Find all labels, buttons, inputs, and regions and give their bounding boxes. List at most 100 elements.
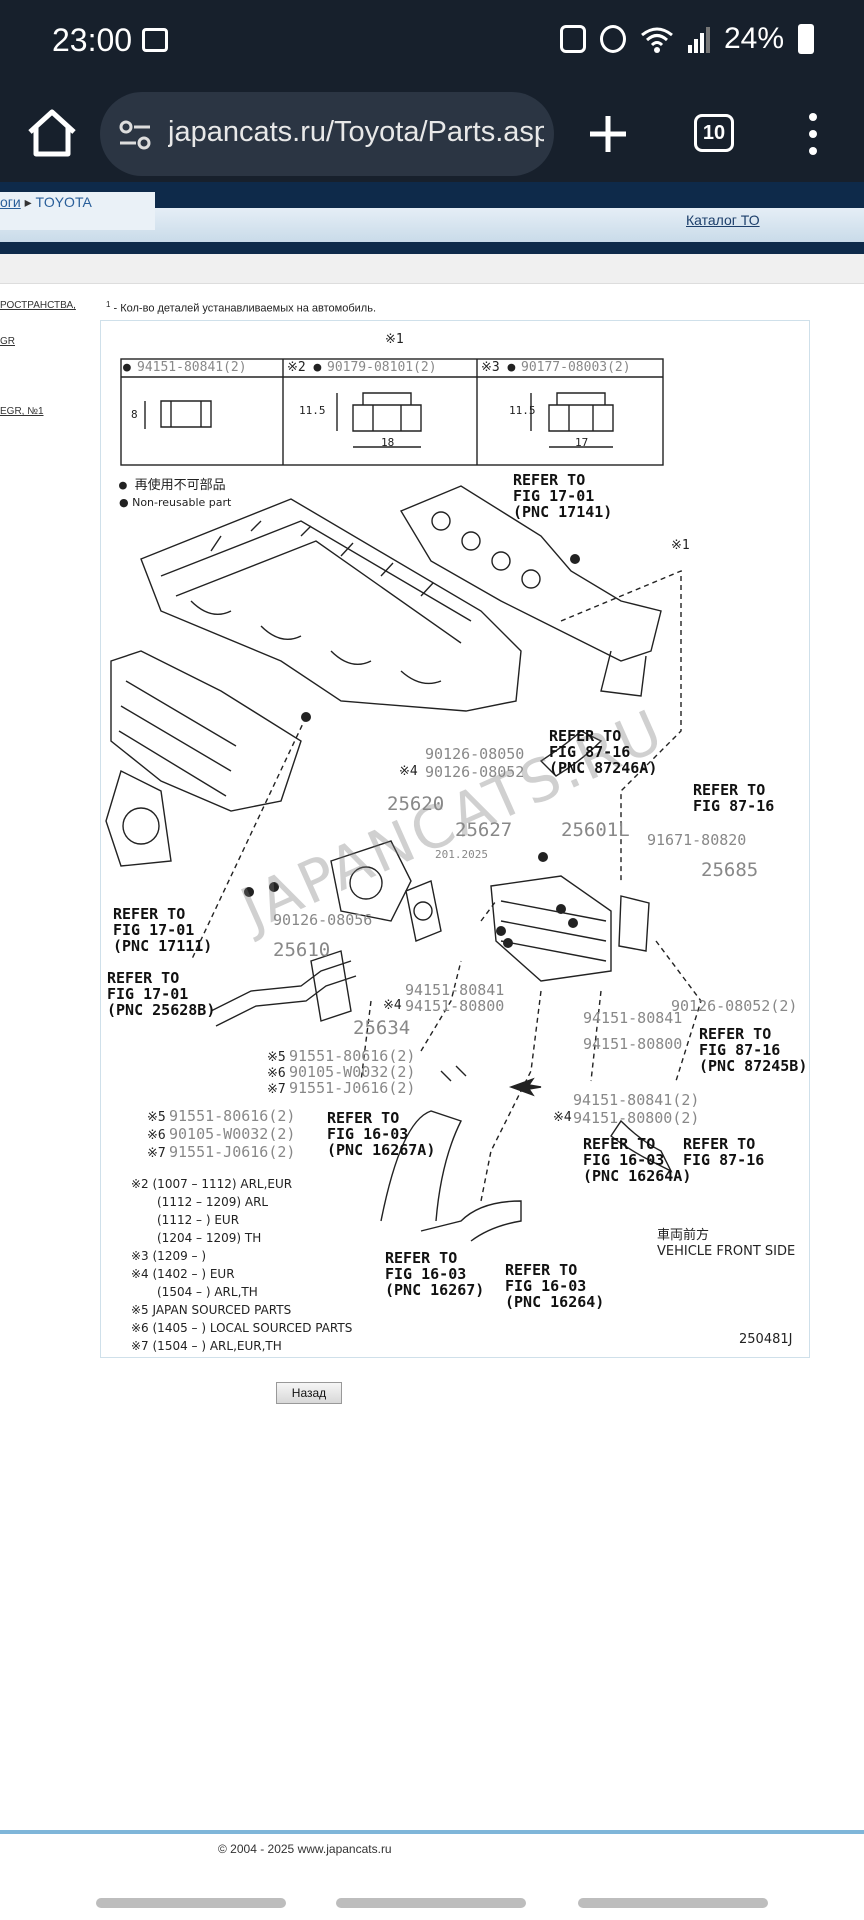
mark-6-b: ※6 [147, 1128, 166, 1143]
mark-5-b: ※5 [147, 1110, 166, 1125]
part-91551-j0616-a[interactable]: 91551-J0616(2) [289, 1079, 416, 1097]
breadcrumb-sep: ▸ [24, 194, 36, 210]
mark-7-a: ※7 [267, 1082, 286, 1097]
part-94151-80841-a[interactable]: 94151-80841 [405, 981, 505, 999]
back-button[interactable]: Назад [276, 1382, 342, 1404]
site-header: оги ▸ TOYOTA Каталог ТО [0, 182, 864, 254]
nut-2-height: 11.5 [299, 404, 326, 417]
address-bar[interactable]: japancats.ru/Toyota/Parts.asp [100, 92, 554, 176]
part-25634[interactable]: 25634 [353, 1017, 411, 1039]
battery-saver-icon [559, 25, 586, 53]
nav-gesture-center[interactable] [336, 1898, 526, 1908]
sidebar-item-gr[interactable]: GR [0, 336, 15, 347]
part-91671-80820[interactable]: 91671-80820 [647, 831, 747, 849]
part-90126-08050[interactable]: 90126-08050 [425, 745, 525, 763]
battery-icon [798, 24, 814, 54]
sidebar-item-space[interactable]: РОСТРАНСТВА, [0, 300, 76, 311]
part-90105-w0032-a[interactable]: 90105-W0032(2) [289, 1063, 416, 1081]
footnote: ※6 (1405 – ) LOCAL SOURCED PARTS [131, 1321, 353, 1335]
breadcrumb-current[interactable]: TOYOTA [35, 194, 92, 210]
note-sup: 1 [106, 300, 111, 309]
part-91551-80616-a[interactable]: 91551-80616(2) [289, 1047, 416, 1065]
part-25685[interactable]: 25685 [701, 859, 759, 881]
part-25610[interactable]: 25610 [273, 939, 331, 961]
footnote: (1112 – ) EUR [157, 1213, 240, 1227]
nav-gesture-left[interactable] [96, 1898, 286, 1908]
home-icon[interactable] [26, 108, 78, 158]
mark-7-b: ※7 [147, 1146, 166, 1161]
signal-icon [687, 27, 710, 53]
nut-3-height: 11.5 [509, 404, 536, 417]
status-time: 23:00 [52, 22, 133, 58]
footnote: ※5 JAPAN SOURCED PARTS [131, 1303, 292, 1317]
more-menu-icon[interactable] [806, 112, 820, 156]
footer-copyright: © 2004 - 2025 www.japancats.ru [218, 1842, 392, 1856]
watermark-small: 201.2025 [435, 848, 488, 861]
tab-switcher-button[interactable]: 10 [694, 114, 734, 152]
nut-3-part[interactable]: 90177-08003(2) [521, 360, 631, 375]
front-en: VEHICLE FRONT SIDE [657, 1244, 796, 1259]
diagram-code: 250481J [739, 1332, 793, 1347]
browser-toolbar: japancats.ru/Toyota/Parts.asp 10 [0, 86, 864, 182]
mark-4-c: ※4 [553, 1110, 572, 1125]
footnote: ※2 (1007 – 1112) ARL,EUR [131, 1177, 293, 1191]
footnote: ※3 (1209 – ) [131, 1249, 207, 1263]
parts-diagram[interactable]: ※1 ● 94151-80841(2) 8 ※2 ● 90179-08101(2… [100, 320, 810, 1358]
battery-percent: 24% [723, 22, 784, 55]
part-94151-80800-2[interactable]: 94151-80800(2) [573, 1109, 700, 1127]
mark-4-b: ※4 [383, 998, 402, 1013]
nut-3-mark: ※3 ● [481, 360, 516, 375]
part-90105-w0032-b[interactable]: 90105-W0032(2) [169, 1125, 296, 1143]
legend-en: ● Non-reusable part [119, 496, 232, 509]
footnote: (1504 – ) ARL,TH [157, 1285, 258, 1299]
wifi-icon [641, 27, 673, 53]
nut-1-height: 8 [131, 408, 138, 421]
sub-header [0, 254, 864, 284]
part-25601l[interactable]: 25601L [561, 819, 630, 841]
sidebar-item-egr[interactable]: EGR, №1 [0, 406, 44, 417]
mark-6-a: ※6 [267, 1066, 286, 1081]
quantity-note: 1 - Кол-во деталей устанавливаемых на ав… [106, 300, 376, 315]
breadcrumb-prev[interactable]: оги [0, 194, 21, 210]
url-text[interactable]: japancats.ru/Toyota/Parts.asp [168, 116, 544, 148]
new-tab-icon[interactable] [584, 110, 632, 158]
part-94151-80800-a[interactable]: 94151-80800 [405, 997, 505, 1015]
catalog-to-link[interactable]: Каталог ТО [686, 212, 760, 228]
part-25627[interactable]: 25627 [455, 819, 513, 841]
nav-gesture-right[interactable] [578, 1898, 768, 1908]
top-mark: ※1 [385, 332, 404, 347]
part-94151-80841-2[interactable]: 94151-80841(2) [573, 1091, 700, 1109]
part-91551-j0616-b[interactable]: 91551-J0616(2) [169, 1143, 296, 1161]
part-90126-08056[interactable]: 90126-08056 [273, 911, 373, 929]
legend-jp: ● 再使用不可部品 [119, 478, 226, 493]
site-settings-icon[interactable] [118, 118, 152, 152]
mark-5-a: ※5 [267, 1050, 286, 1065]
footnotes: ※2 (1007 – 1112) ARL,EUR (1112 – 1209) A… [131, 1175, 352, 1355]
diagram-drawing [105, 358, 702, 1242]
footnote: (1204 – 1209) TH [157, 1231, 262, 1245]
footnote: ※4 (1402 – ) EUR [131, 1267, 235, 1281]
mark-4-a: ※4 [399, 764, 418, 779]
mark-1: ※1 [671, 538, 690, 553]
nut-2-part[interactable]: 90179-08101(2) [327, 360, 437, 375]
part-90126-08052[interactable]: 90126-08052 [425, 763, 525, 781]
part-94151-80800-b[interactable]: 94151-80800 [583, 1035, 683, 1053]
part-91551-80616-b[interactable]: 91551-80616(2) [169, 1107, 296, 1125]
nut-2-width: 18 [381, 436, 395, 449]
part-90126-08052-2[interactable]: 90126-08052(2) [671, 997, 798, 1015]
nut-1-part[interactable]: 94151-80841(2) [137, 360, 247, 375]
front-jp: 車両前方 [657, 1228, 710, 1243]
part-25620[interactable]: 25620 [387, 793, 445, 815]
part-94151-80841-b[interactable]: 94151-80841 [583, 1009, 683, 1027]
